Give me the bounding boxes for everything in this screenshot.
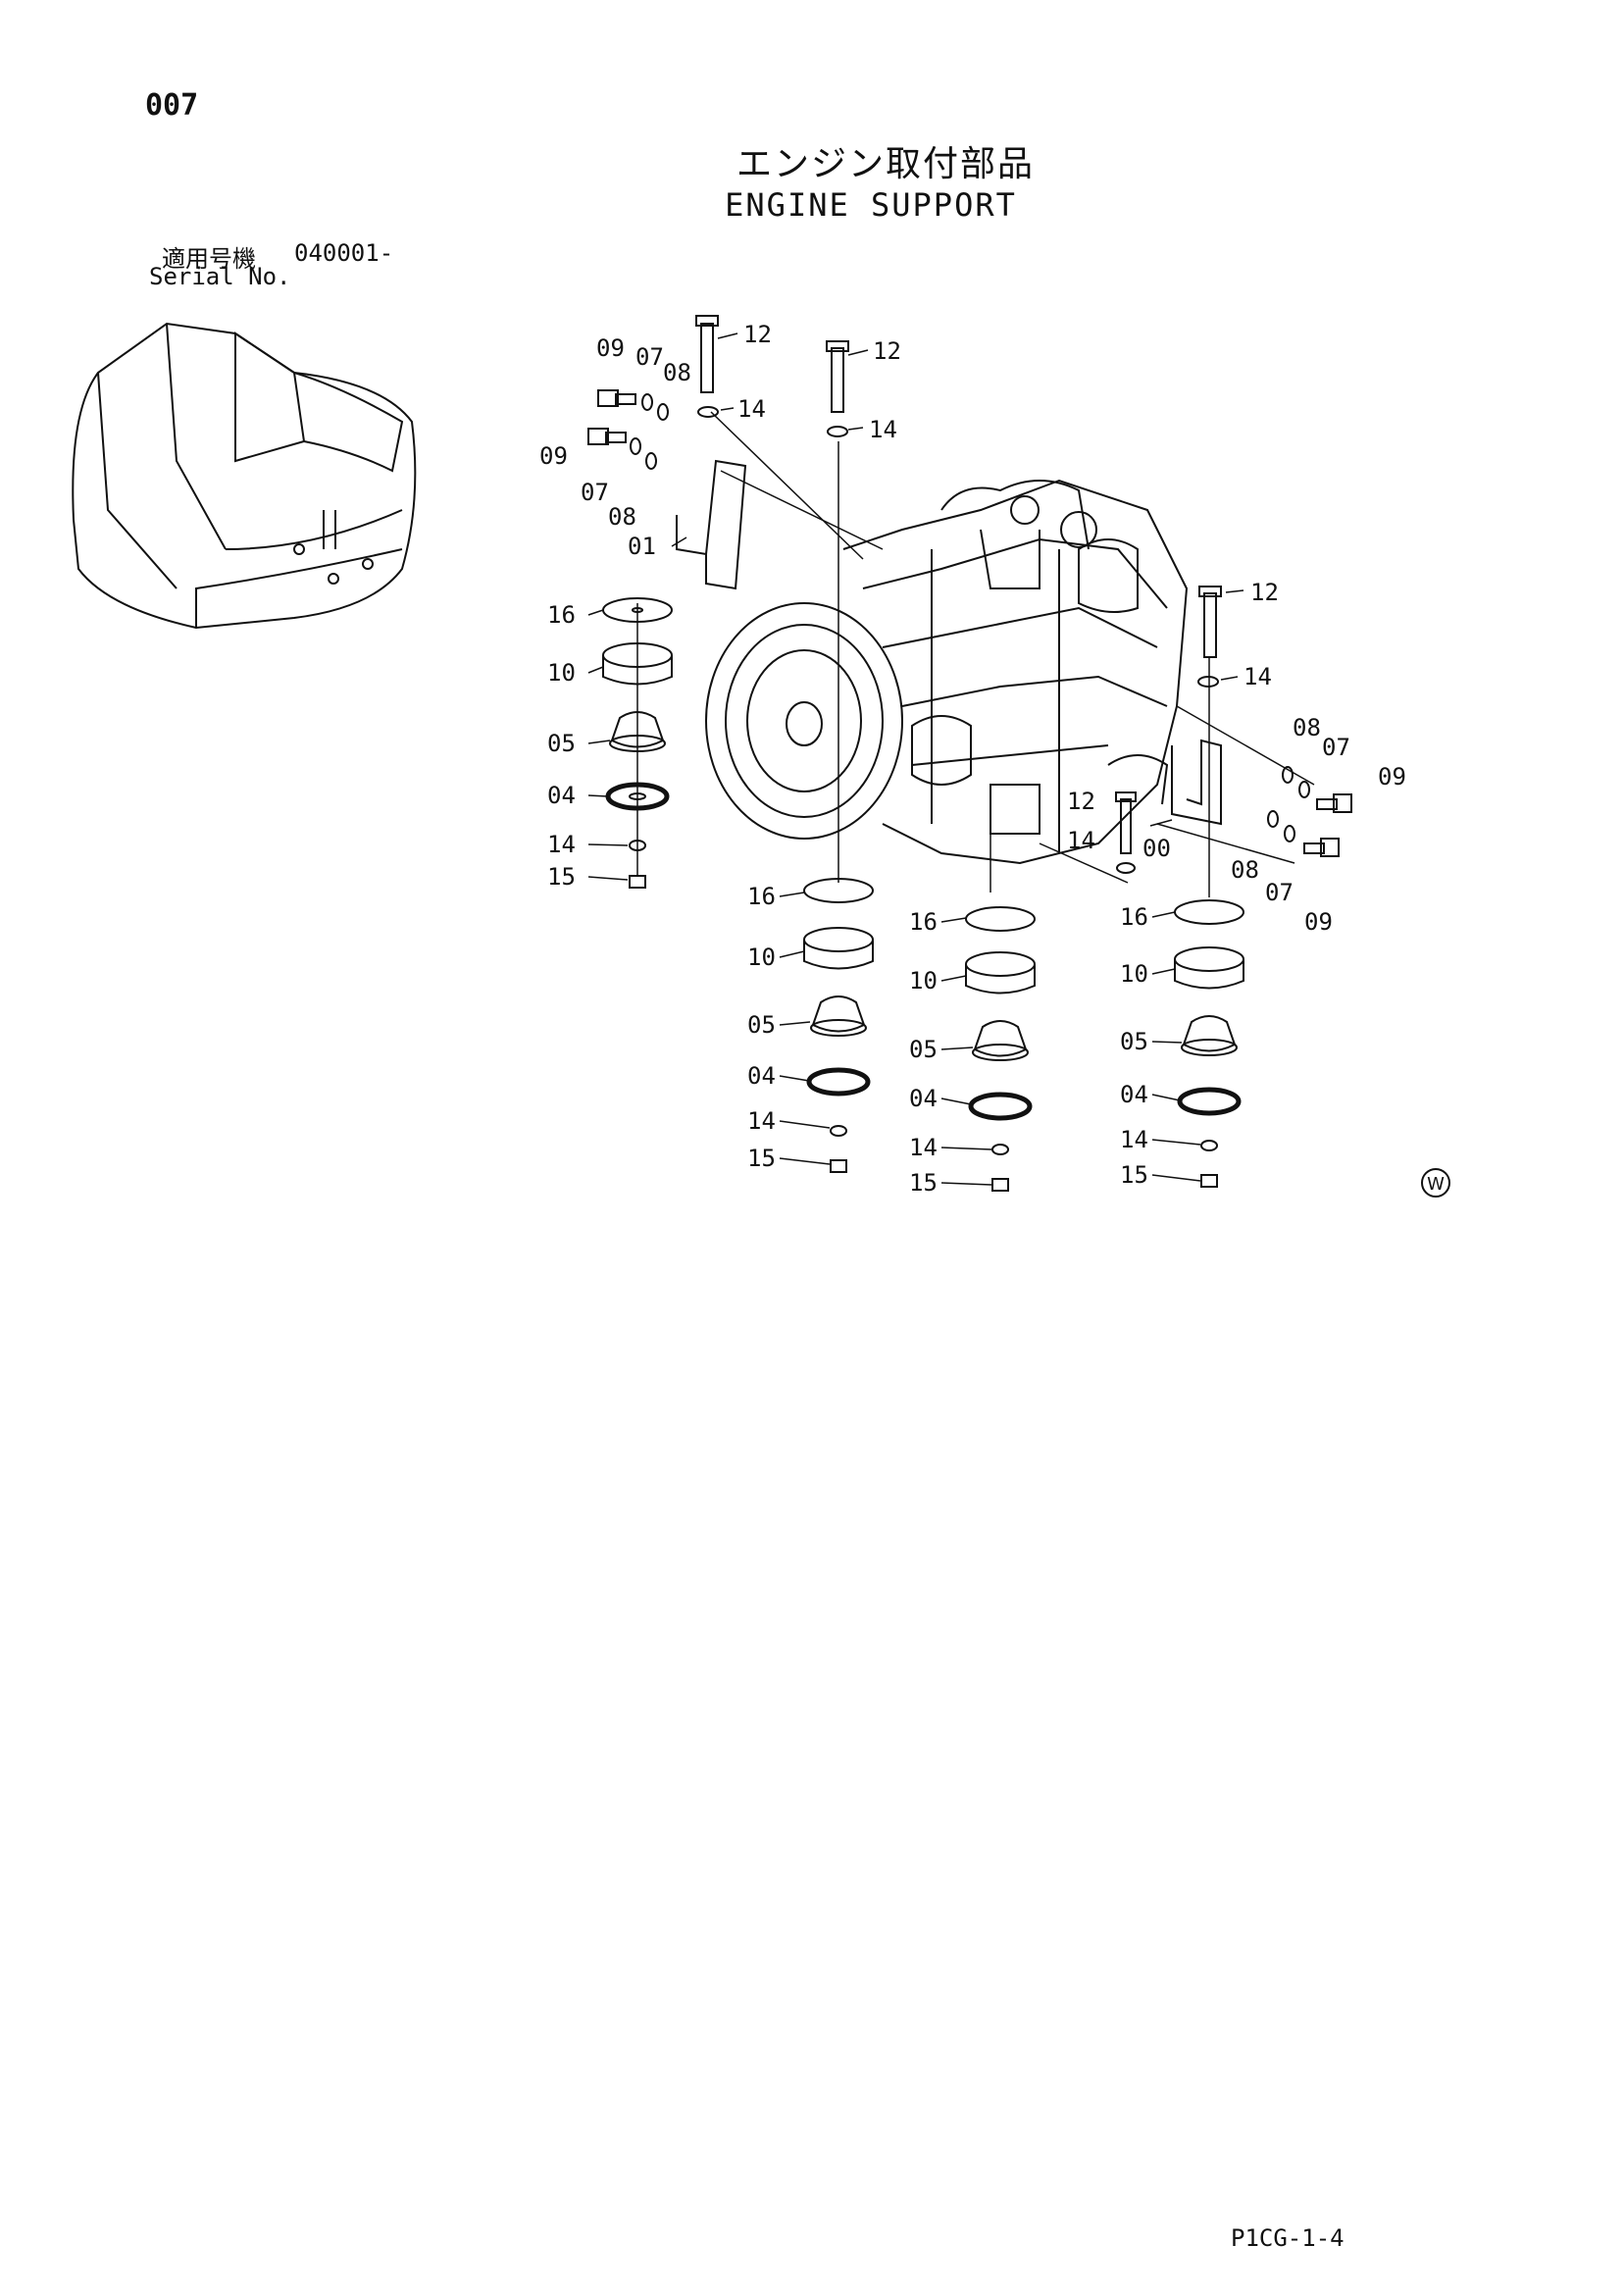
callout-label: 07 <box>1265 879 1294 906</box>
callout-label: 07 <box>1322 734 1350 761</box>
callout-label: 07 <box>635 343 664 371</box>
callout-label: 14 <box>747 1107 776 1135</box>
callout-label: 05 <box>547 730 576 757</box>
callout-label: 08 <box>1231 856 1259 884</box>
callout-label: 09 <box>539 442 568 470</box>
mount-stack-b <box>965 906 1036 1192</box>
svg-text:W: W <box>1427 1174 1445 1195</box>
page-title-en: ENGINE SUPPORT <box>725 186 1017 224</box>
callout-label: 08 <box>663 359 691 386</box>
callout-label: 12 <box>1067 788 1095 815</box>
callout-label: 05 <box>747 1011 776 1039</box>
callout-label: 15 <box>547 863 576 891</box>
callout-label: 12 <box>873 337 901 365</box>
serial-label-ja: 適用号機 <box>162 245 256 273</box>
excavator-thumbnail <box>72 322 417 630</box>
mount-stack-a <box>803 878 874 1173</box>
callout-label: 14 <box>547 831 576 858</box>
callout-label: 16 <box>909 908 938 936</box>
callout-label: 05 <box>1120 1028 1148 1055</box>
serial-value: 040001- <box>294 239 394 267</box>
callout-label: 15 <box>909 1169 938 1197</box>
callout-label: 01 <box>628 533 656 560</box>
callout-label: 04 <box>909 1085 938 1112</box>
callout-label: 10 <box>547 659 576 687</box>
engine-block <box>705 479 1189 865</box>
callout-label: 09 <box>596 334 625 362</box>
callout-label: 16 <box>1120 903 1148 931</box>
fasteners-top-left <box>587 315 849 470</box>
callout-label: 15 <box>747 1145 776 1172</box>
callout-label: 12 <box>743 321 772 348</box>
callout-label: 04 <box>1120 1081 1148 1108</box>
callout-label: 14 <box>869 416 897 443</box>
page-title-ja: エンジン取付部品 <box>736 144 1035 184</box>
serial-label-en: Serial No. <box>149 263 291 290</box>
callout-label: 04 <box>547 782 576 809</box>
callout-label: 05 <box>909 1036 938 1063</box>
callout-label: 10 <box>909 967 938 995</box>
callout-label: 08 <box>608 503 636 531</box>
callout-labels: 09 07 08 09 07 08 01 12 14 12 14 16 10 0… <box>539 321 1406 1197</box>
callout-label: 08 <box>1293 714 1321 741</box>
callout-label: 09 <box>1378 763 1406 791</box>
callout-label: 14 <box>909 1134 938 1161</box>
callout-label: 09 <box>1304 908 1333 936</box>
callout-label: 14 <box>1243 663 1272 690</box>
callout-label: 12 <box>1250 579 1279 606</box>
callout-label: 16 <box>747 883 776 910</box>
bracket-right <box>1171 739 1222 826</box>
callout-label: 07 <box>581 479 609 506</box>
callout-label: 10 <box>1120 960 1148 988</box>
callout-label: 15 <box>1120 1161 1148 1189</box>
footer-code: P1CG-1-4 <box>1231 2224 1345 2252</box>
callout-label: 04 <box>747 1062 776 1090</box>
mount-stack-c <box>1174 899 1244 1188</box>
circled-w-mark: W <box>1421 1168 1450 1198</box>
callout-label: 10 <box>747 944 776 971</box>
callout-label: 14 <box>1067 827 1095 854</box>
callout-label: 00 <box>1142 835 1171 862</box>
callout-label: 14 <box>737 395 766 423</box>
bracket-left <box>676 459 747 590</box>
callout-label: 14 <box>1120 1126 1148 1153</box>
fasteners-right <box>1115 586 1352 874</box>
callout-label: 16 <box>547 601 576 629</box>
page-number: 007 <box>145 88 199 123</box>
